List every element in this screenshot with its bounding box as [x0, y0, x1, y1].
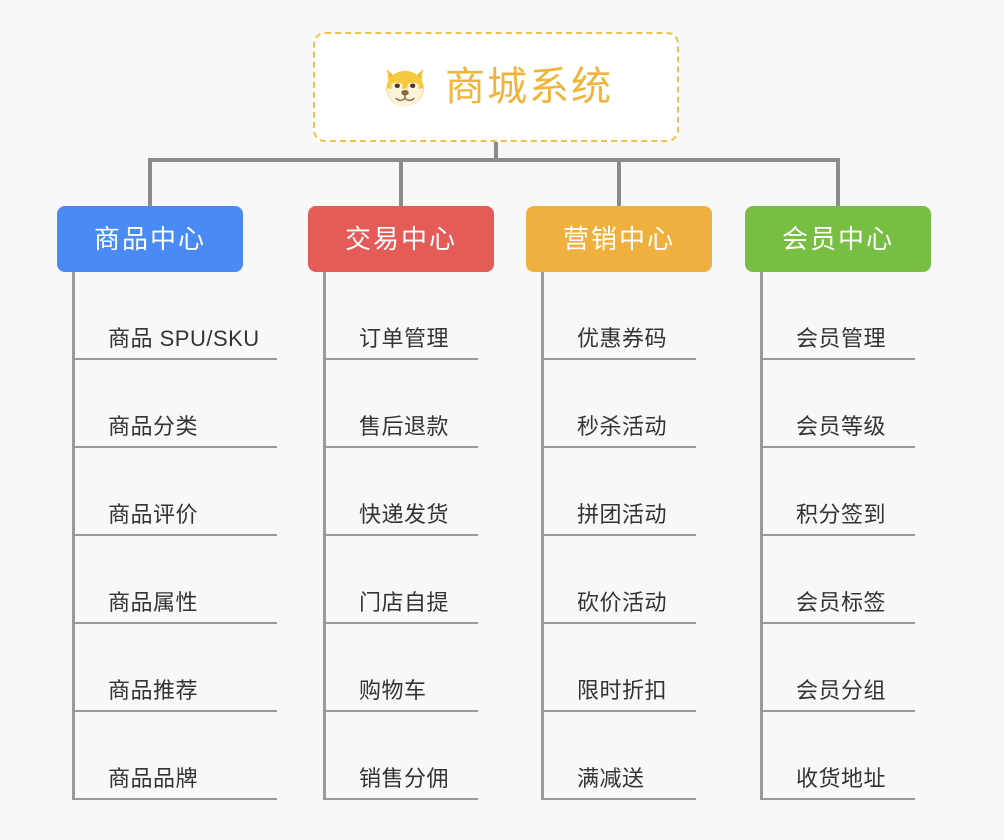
- leaf-item[interactable]: 会员标签: [760, 536, 915, 624]
- leaf-item[interactable]: 售后退款: [323, 360, 478, 448]
- leaf-item[interactable]: 销售分佣: [323, 712, 478, 800]
- leaf-item-label: 秒杀活动: [577, 414, 668, 439]
- leaf-item[interactable]: 会员分组: [760, 624, 915, 712]
- category-header-label: 交易中心: [344, 224, 457, 254]
- leaf-item-underline: [323, 798, 478, 800]
- leaf-item-label: 售后退款: [359, 414, 450, 439]
- leaf-item[interactable]: 商品品牌: [72, 712, 277, 800]
- category-header-label: 商品中心: [93, 224, 206, 254]
- leaf-item-label: 会员管理: [796, 326, 887, 351]
- leaf-item[interactable]: 拼团活动: [541, 448, 696, 536]
- leaf-item-underline: [72, 446, 277, 448]
- leaf-item[interactable]: 秒杀活动: [541, 360, 696, 448]
- leaf-item-underline: [760, 446, 915, 448]
- leaf-item[interactable]: 会员等级: [760, 360, 915, 448]
- leaf-item-label: 商品推荐: [108, 678, 199, 703]
- leaf-item-label: 会员分组: [796, 678, 887, 703]
- leaf-item-underline: [760, 710, 915, 712]
- leaf-item[interactable]: 优惠券码: [541, 272, 696, 360]
- leaf-item-label: 积分签到: [796, 502, 887, 527]
- leaf-item-label: 快递发货: [359, 502, 450, 527]
- leaf-item[interactable]: 订单管理: [323, 272, 478, 360]
- leaf-item[interactable]: 购物车: [323, 624, 478, 712]
- leaf-item-underline: [541, 710, 696, 712]
- leaf-item-underline: [541, 622, 696, 624]
- leaf-item-underline: [323, 710, 478, 712]
- connector-drop-3: [617, 158, 621, 206]
- leaf-column-2: 订单管理售后退款快递发货门店自提购物车销售分佣: [323, 272, 478, 800]
- leaf-item-label: 会员标签: [796, 590, 887, 615]
- leaf-item-label: 限时折扣: [577, 678, 668, 703]
- category-header-label: 会员中心: [781, 224, 894, 254]
- leaf-item[interactable]: 商品属性: [72, 536, 277, 624]
- leaf-item-label: 商品评价: [108, 502, 199, 527]
- leaf-item[interactable]: 商品评价: [72, 448, 277, 536]
- leaf-item-label: 商品属性: [108, 590, 199, 615]
- leaf-item-underline: [323, 534, 478, 536]
- leaf-item-underline: [323, 446, 478, 448]
- connector-drop-2: [399, 158, 403, 206]
- leaf-spine: [72, 272, 75, 800]
- leaf-item[interactable]: 会员管理: [760, 272, 915, 360]
- category-header-4[interactable]: 会员中心: [745, 206, 931, 272]
- leaf-item[interactable]: 满减送: [541, 712, 696, 800]
- leaf-spine: [323, 272, 326, 800]
- category-header-3[interactable]: 营销中心: [526, 206, 712, 272]
- leaf-spine: [541, 272, 544, 800]
- leaf-item[interactable]: 限时折扣: [541, 624, 696, 712]
- leaf-item-label: 商品分类: [108, 414, 199, 439]
- leaf-item-underline: [323, 358, 478, 360]
- leaf-column-3: 优惠券码秒杀活动拼团活动砍价活动限时折扣满减送: [541, 272, 696, 800]
- leaf-item-underline: [760, 622, 915, 624]
- leaf-item-underline: [323, 622, 478, 624]
- leaf-item-underline: [541, 446, 696, 448]
- leaf-item-label: 收货地址: [796, 766, 887, 791]
- leaf-item[interactable]: 收货地址: [760, 712, 915, 800]
- connector-drop-1: [148, 158, 152, 206]
- leaf-item-label: 会员等级: [796, 414, 887, 439]
- leaf-item-underline: [72, 710, 277, 712]
- root-node[interactable]: 商城系统: [313, 32, 679, 142]
- leaf-item-label: 满减送: [577, 766, 645, 791]
- leaf-item-underline: [72, 534, 277, 536]
- leaf-item[interactable]: 商品推荐: [72, 624, 277, 712]
- leaf-item[interactable]: 积分签到: [760, 448, 915, 536]
- connector-root-stub: [494, 142, 498, 162]
- root-title: 商城系统: [445, 65, 613, 109]
- leaf-item-underline: [760, 798, 915, 800]
- leaf-column-1: 商品 SPU/SKU 商品分类商品评价商品属性商品推荐商品品牌: [72, 272, 277, 800]
- connector-horizontal-bus: [150, 158, 840, 162]
- leaf-item[interactable]: 快递发货: [323, 448, 478, 536]
- leaf-item-label: 优惠券码: [577, 326, 668, 351]
- category-header-1[interactable]: 商品中心: [57, 206, 243, 272]
- leaf-item-label: 砍价活动: [577, 590, 668, 615]
- leaf-item-label: 商品 SPU/SKU: [108, 326, 260, 351]
- leaf-spine: [760, 272, 763, 800]
- dog-face-icon: [379, 61, 431, 113]
- leaf-item-label: 拼团活动: [577, 502, 668, 527]
- leaf-item-label: 购物车: [359, 678, 427, 703]
- leaf-item-label: 门店自提: [359, 590, 450, 615]
- leaf-item-underline: [760, 358, 915, 360]
- leaf-item[interactable]: 商品分类: [72, 360, 277, 448]
- leaf-item[interactable]: 砍价活动: [541, 536, 696, 624]
- leaf-item-underline: [72, 622, 277, 624]
- leaf-item-label: 商品品牌: [108, 766, 199, 791]
- leaf-item-underline: [72, 798, 277, 800]
- leaf-item-underline: [541, 358, 696, 360]
- category-header-label: 营销中心: [562, 224, 675, 254]
- leaf-item[interactable]: 门店自提: [323, 536, 478, 624]
- leaf-item-underline: [541, 534, 696, 536]
- leaf-item[interactable]: 商品 SPU/SKU: [72, 272, 277, 360]
- leaf-item-underline: [72, 358, 277, 360]
- leaf-item-underline: [760, 534, 915, 536]
- leaf-column-4: 会员管理会员等级积分签到会员标签会员分组收货地址: [760, 272, 915, 800]
- leaf-item-underline: [541, 798, 696, 800]
- category-header-2[interactable]: 交易中心: [308, 206, 494, 272]
- leaf-item-label: 订单管理: [359, 326, 450, 351]
- connector-drop-4: [836, 158, 840, 206]
- leaf-item-label: 销售分佣: [359, 766, 450, 791]
